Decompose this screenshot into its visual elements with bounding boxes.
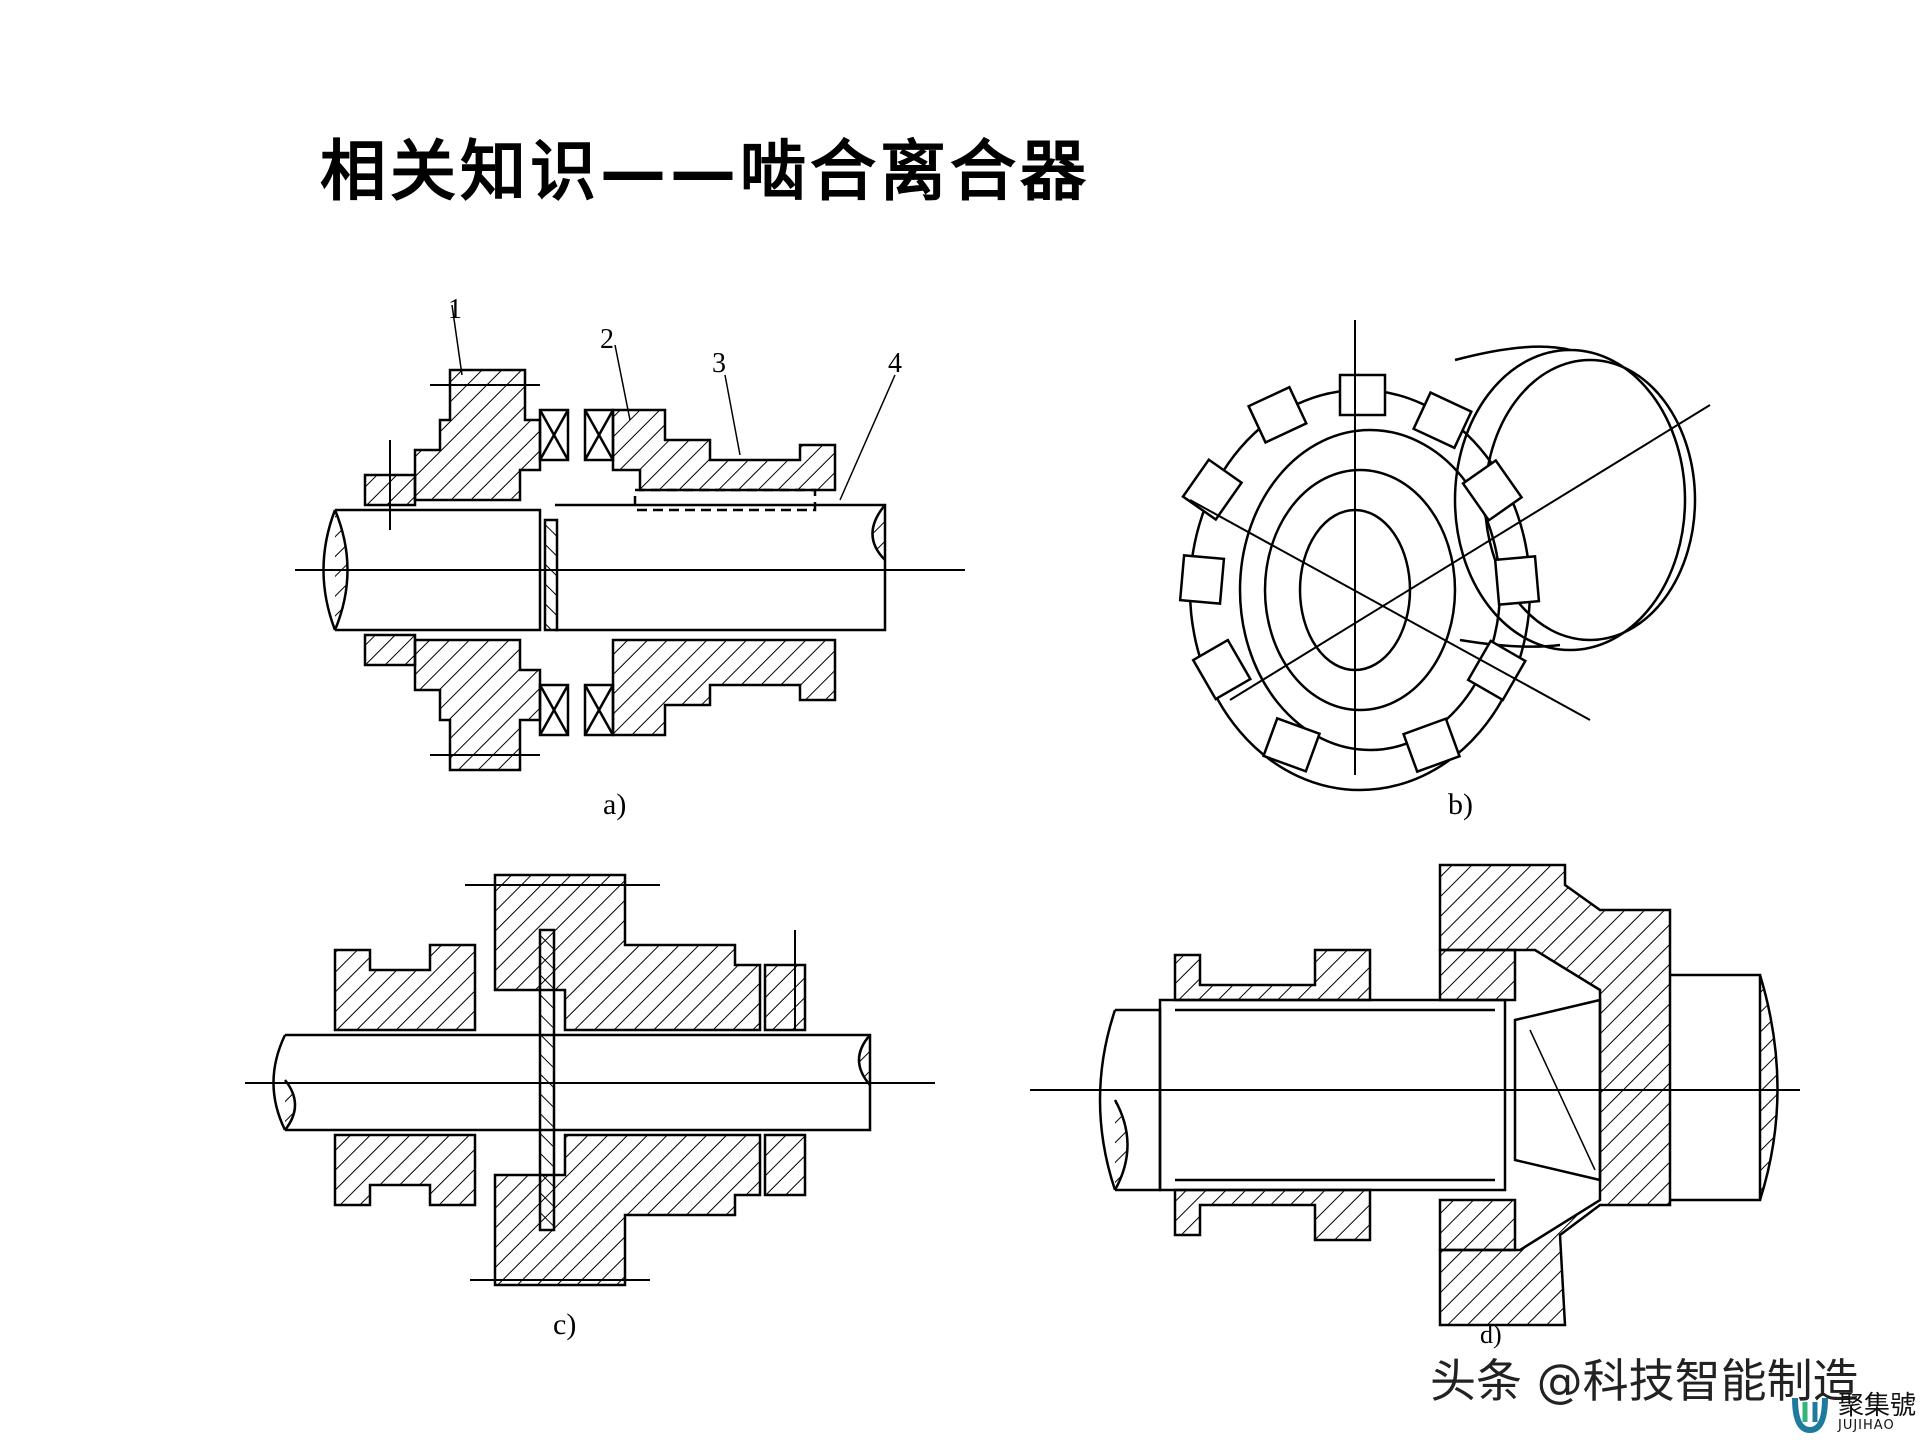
part-number-2: 2 — [600, 324, 614, 355]
figure-label-d: d) — [1480, 1320, 1502, 1349]
logo-subtitle: JUJIHAO — [1838, 1418, 1895, 1433]
part-number-3: 3 — [712, 348, 726, 379]
figure-label-a: a) — [603, 788, 627, 821]
part-number-4: 4 — [888, 348, 902, 379]
figure-c-drawing — [245, 873, 935, 1287]
figure-label-c: c) — [553, 1308, 577, 1341]
page-title: 相关知识——啮合离合器 — [320, 133, 1090, 210]
figure-b-drawing — [1178, 320, 1711, 792]
watermark-text: 头条 @科技智能制造 — [1430, 1354, 1859, 1408]
figure-label-b: b) — [1448, 788, 1473, 821]
jujihao-logo-icon — [1792, 1397, 1828, 1434]
logo-name: 聚集號 — [1838, 1391, 1917, 1421]
figure-a-drawing — [295, 304, 965, 772]
figure-d-drawing — [1030, 863, 1800, 1327]
part-number-1: 1 — [448, 294, 462, 325]
